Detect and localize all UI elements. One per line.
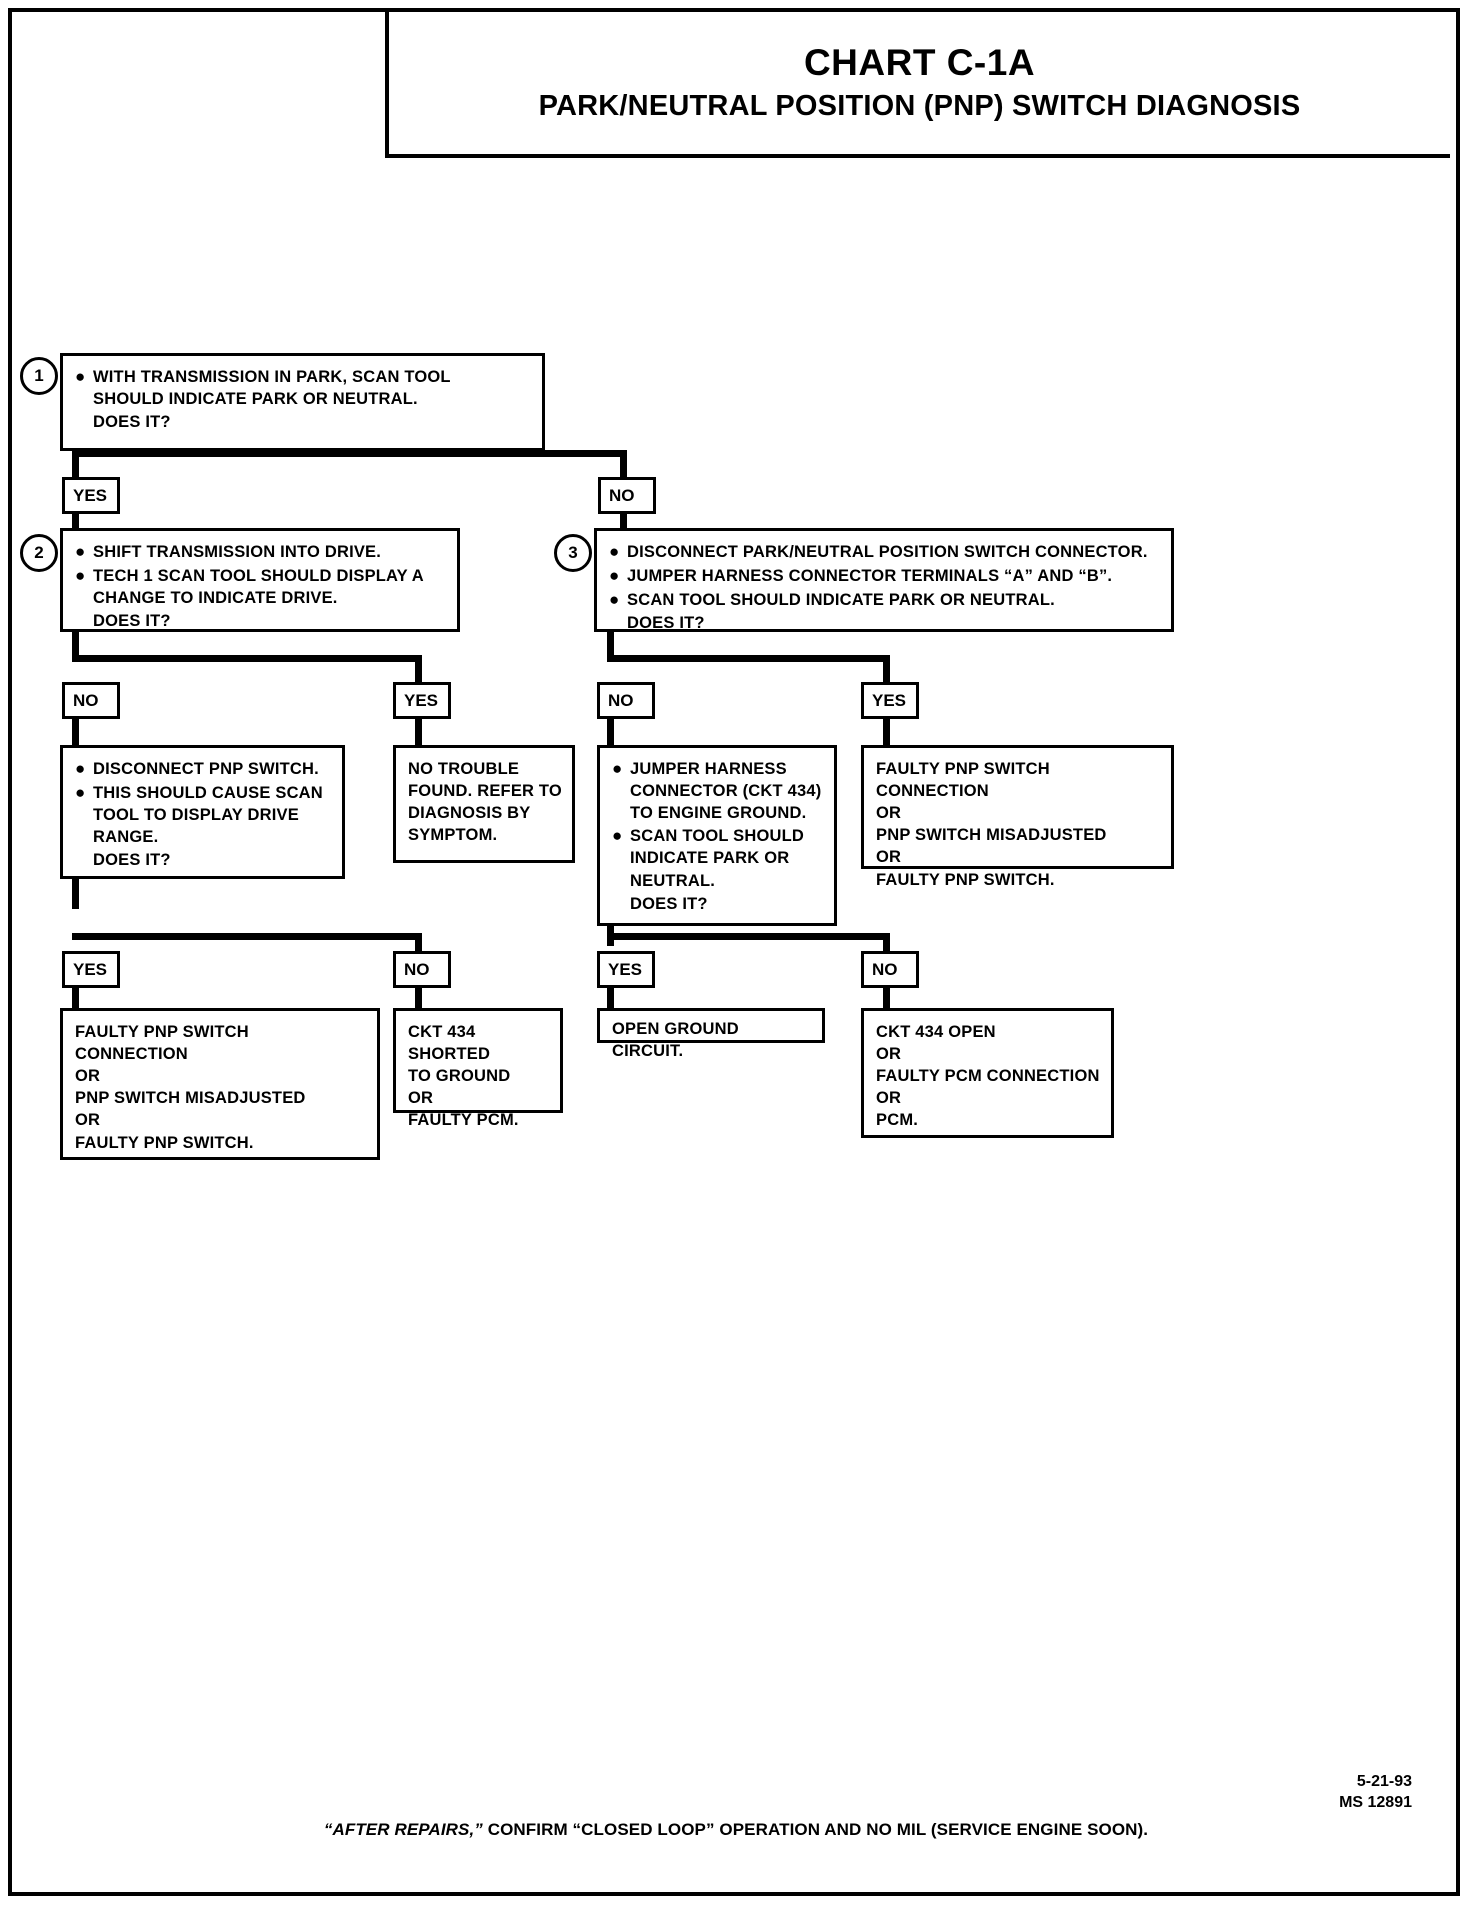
footer-note: “AFTER REPAIRS,” CONFIRM “CLOSED LOOP” O…	[0, 1820, 1472, 1840]
connector-step2-down	[72, 632, 79, 662]
disconnect-pnp-question: DOES IT?	[93, 851, 171, 870]
footer-date: 5-21-93	[1356, 1773, 1412, 1790]
chart-title: CHART C-1A	[803, 41, 1036, 83]
label-step1-no: NO	[598, 477, 656, 514]
step2-bullet-1: ● SHIFT TRANSMISSION INTO DRIVE.	[75, 541, 447, 564]
step-number-2-label: 2	[34, 543, 44, 562]
step-number-2: 2	[20, 534, 58, 572]
step3-bullet-2: ● JUMPER HARNESS CONNECTOR TERMINALS “A”…	[609, 565, 1161, 588]
connector-yes1-down	[72, 514, 79, 530]
ckt434-open-text: CKT 434 OPEN OR FAULTY PCM CONNECTION OR…	[876, 1023, 1100, 1130]
box-step-2: ● SHIFT TRANSMISSION INTO DRIVE. ● TECH …	[60, 528, 460, 632]
footer-doc-code: 5-21-93 MS 12891	[1339, 1772, 1412, 1814]
jumper-ground-bullet-1: ● JUMPER HARNESS CONNECTOR (CKT 434) TO …	[612, 759, 822, 823]
connector-step2-bus	[72, 655, 422, 662]
step-number-3-label: 3	[568, 543, 578, 562]
box-step-1: ● WITH TRANSMISSION IN PARK, SCAN TOOL S…	[60, 353, 545, 451]
disconnect-pnp-bullet-2: ● THIS SHOULD CAUSE SCAN TOOL TO DISPLAY…	[75, 782, 323, 846]
no-trouble-found-text: NO TROUBLE FOUND. REFER TO DIAGNOSIS BY …	[408, 760, 562, 845]
connector-step1-bus	[72, 450, 627, 457]
box-ckt434-open: CKT 434 OPEN OR FAULTY PCM CONNECTION OR…	[861, 1008, 1114, 1138]
bullet-icon: ●	[609, 542, 620, 561]
bullet-icon: ●	[612, 826, 623, 846]
page-border	[8, 8, 1460, 1896]
step3-bullet-3: ● SCAN TOOL SHOULD INDICATE PARK OR NEUT…	[609, 589, 1161, 612]
box-faulty-pnp-switch-left: FAULTY PNP SWITCH CONNECTION OR PNP SWIT…	[60, 1008, 380, 1160]
connector-step3-to-yes	[883, 655, 890, 685]
step3-bullet-1: ● DISCONNECT PARK/NEUTRAL POSITION SWITC…	[609, 541, 1161, 564]
connector-no2-down	[72, 719, 79, 747]
connector-step1-down	[72, 451, 79, 483]
ckt434-shorted-text: CKT 434 SHORTED TO GROUND OR FAULTY PCM.	[408, 1023, 519, 1130]
label-step2-no: NO	[62, 682, 120, 719]
label-step3-yes: YES	[861, 682, 919, 719]
connector-disconnect-bus	[72, 933, 422, 940]
chart-subtitle: PARK/NEUTRAL POSITION (PNP) SWITCH DIAGN…	[538, 90, 1301, 123]
label-disconnect-no: NO	[393, 951, 451, 988]
connector-yes2-down	[415, 719, 422, 747]
jumper-ground-question: DOES IT?	[630, 894, 708, 913]
bullet-icon: ●	[75, 542, 86, 561]
connector-step3-bus	[607, 655, 890, 662]
step-number-1: 1	[20, 357, 58, 395]
label-step2-yes: YES	[393, 682, 451, 719]
title-block: CHART C-1A PARK/NEUTRAL POSITION (PNP) S…	[385, 12, 1450, 158]
box-faulty-pnp-switch-right: FAULTY PNP SWITCH CONNECTION OR PNP SWIT…	[861, 745, 1174, 889]
connector-disconnect-to-no	[415, 933, 422, 953]
label-jumper-yes: YES	[597, 951, 655, 988]
bullet-icon: ●	[75, 565, 86, 585]
bullet-icon: ●	[75, 782, 86, 802]
bullet-icon: ●	[609, 589, 620, 609]
footer-note-rest: CONFIRM “CLOSED LOOP” OPERATION AND NO M…	[482, 1820, 1149, 1839]
box-ckt434-shorted: CKT 434 SHORTED TO GROUND OR FAULTY PCM.	[393, 1008, 563, 1129]
connector-no4-down	[415, 988, 422, 1010]
bullet-icon: ●	[612, 759, 623, 778]
connector-step1-to-no	[620, 450, 627, 483]
connector-no1-down	[620, 514, 627, 530]
connector-yes4-down	[72, 988, 79, 1010]
disconnect-pnp-bullet-1: ● DISCONNECT PNP SWITCH.	[75, 758, 332, 781]
bullet-icon: ●	[75, 367, 86, 386]
label-step1-yes: YES	[62, 477, 120, 514]
label-jumper-no: NO	[861, 951, 919, 988]
connector-jumper-to-no	[883, 933, 890, 953]
box-open-ground-circuit: OPEN GROUND CIRCUIT.	[597, 1008, 825, 1060]
footer-note-italic: “AFTER REPAIRS,”	[323, 1820, 483, 1839]
box-step-3: ● DISCONNECT PARK/NEUTRAL POSITION SWITC…	[594, 528, 1174, 632]
step3-question: DOES IT?	[627, 614, 705, 633]
label-disconnect-yes: YES	[62, 951, 120, 988]
step1-bullet-1: ● WITH TRANSMISSION IN PARK, SCAN TOOL S…	[75, 367, 451, 409]
connector-no3-down	[607, 719, 614, 747]
box-no-trouble-found: NO TROUBLE FOUND. REFER TO DIAGNOSIS BY …	[393, 745, 575, 863]
connector-jumper-bus	[607, 933, 890, 940]
bullet-icon: ●	[609, 565, 620, 585]
connector-no5-down	[883, 988, 890, 1010]
bullet-icon: ●	[75, 759, 86, 778]
footer-code-number: MS 12891	[1339, 1793, 1412, 1811]
faulty-pnp-left-text: FAULTY PNP SWITCH CONNECTION OR PNP SWIT…	[75, 1023, 306, 1152]
open-ground-text: OPEN GROUND CIRCUIT.	[612, 1020, 739, 1061]
box-jumper-harness-ground: ● JUMPER HARNESS CONNECTOR (CKT 434) TO …	[597, 745, 837, 926]
connector-yes5-down	[607, 988, 614, 1010]
step-number-3: 3	[554, 534, 592, 572]
step2-bullet-2: ● TECH 1 SCAN TOOL SHOULD DISPLAY A CHAN…	[75, 565, 424, 607]
step1-question: DOES IT?	[93, 413, 171, 432]
label-step3-no: NO	[597, 682, 655, 719]
faulty-pnp-right-text: FAULTY PNP SWITCH CONNECTION OR PNP SWIT…	[876, 760, 1107, 889]
jumper-ground-bullet-2: ● SCAN TOOL SHOULD INDICATE PARK OR NEUT…	[612, 826, 805, 890]
connector-step3-down	[607, 632, 614, 662]
connector-yes3-down	[883, 719, 890, 747]
box-disconnect-pnp-switch: ● DISCONNECT PNP SWITCH. ● THIS SHOULD C…	[60, 745, 345, 879]
step2-question: DOES IT?	[93, 611, 171, 630]
connector-disconnect-down	[72, 879, 79, 909]
connector-step2-to-yes	[415, 655, 422, 685]
